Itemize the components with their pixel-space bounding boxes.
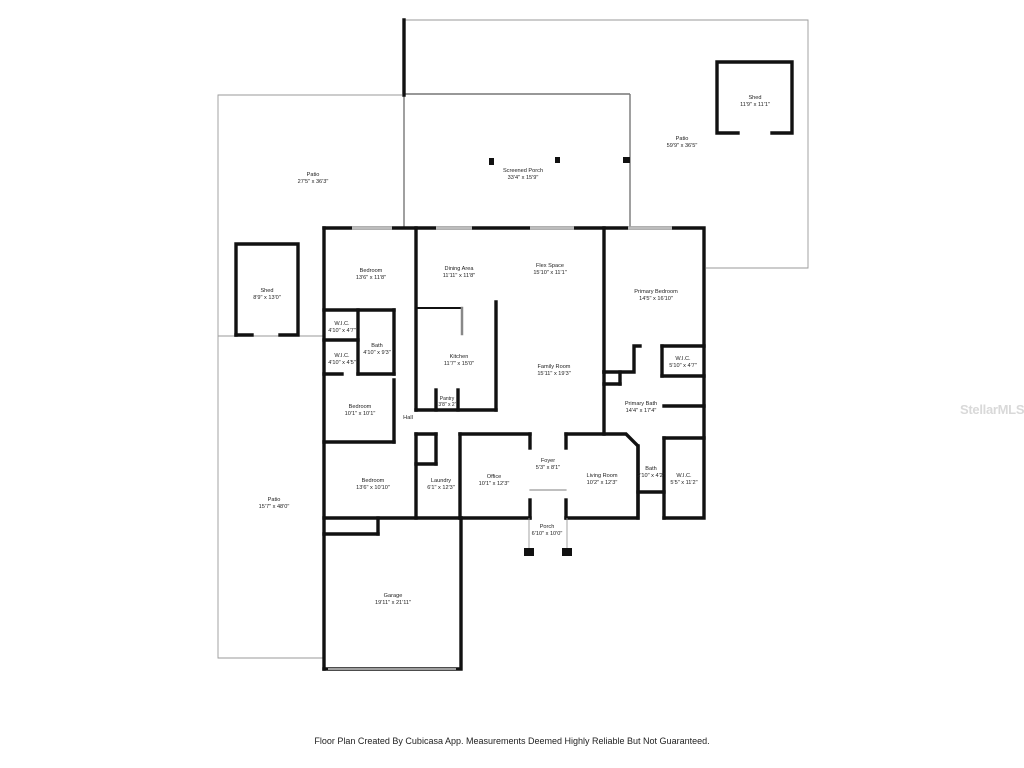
shed-left (234, 242, 300, 337)
svg-text:33'4" x 15'9": 33'4" x 15'9" (508, 175, 539, 181)
svg-text:6'1" x 12'3": 6'1" x 12'3" (427, 485, 455, 491)
svg-text:11'7" x 15'0": 11'7" x 15'0" (444, 361, 474, 367)
svg-text:Office: Office (487, 474, 502, 480)
svg-text:Garage: Garage (384, 593, 403, 599)
svg-text:3'8" x 2': 3'8" x 2' (438, 402, 455, 408)
svg-text:6'10" x 10'0": 6'10" x 10'0" (532, 531, 563, 537)
svg-text:10'2" x 12'3": 10'2" x 12'3" (587, 480, 618, 486)
svg-text:10'1" x 10'1": 10'1" x 10'1" (345, 411, 376, 417)
svg-text:Flex Space: Flex Space (536, 263, 564, 269)
svg-text:8'9" x 13'0": 8'9" x 13'0" (253, 295, 281, 301)
svg-text:Porch: Porch (540, 524, 555, 530)
svg-text:4'10" x 4'7": 4'10" x 4'7" (328, 328, 356, 334)
svg-text:W.I.C.: W.I.C. (676, 473, 692, 479)
patio-outlines (217, 19, 809, 659)
svg-text:Primary Bedroom: Primary Bedroom (634, 289, 678, 295)
svg-text:15'11" x 19'3": 15'11" x 19'3" (537, 371, 570, 377)
svg-text:4'10" x 4'5": 4'10" x 4'5" (328, 360, 356, 366)
hall-label: Hall (403, 415, 413, 421)
svg-text:Shed: Shed (260, 288, 273, 294)
room-label: W.I.C.5'5" x 11'2" (670, 473, 697, 486)
svg-text:Family Room: Family Room (538, 364, 571, 370)
svg-text:Patio: Patio (676, 136, 689, 142)
svg-text:Patio: Patio (307, 172, 320, 178)
watermark: StellarMLS (960, 402, 1024, 417)
room-label: W.I.C.4'10" x 4'7" (328, 321, 356, 334)
svg-text:Bath: Bath (371, 343, 383, 349)
shed-right (715, 60, 794, 135)
svg-text:Dining Area: Dining Area (445, 266, 475, 272)
house-walls (322, 226, 706, 671)
svg-text:4'10" x 9'3": 4'10" x 9'3" (363, 350, 391, 356)
svg-text:Shed: Shed (748, 95, 761, 101)
svg-text:W.I.C.: W.I.C. (334, 353, 350, 359)
svg-text:15'7" x 48'0": 15'7" x 48'0" (259, 504, 290, 510)
svg-text:Pantry: Pantry (440, 396, 455, 402)
svg-text:13'6" x 11'8": 13'6" x 11'8" (356, 275, 386, 281)
svg-text:19'11" x 21'11": 19'11" x 21'11" (375, 600, 411, 606)
svg-text:13'6" x 10'10": 13'6" x 10'10" (356, 485, 390, 491)
svg-text:Primary Bath: Primary Bath (625, 401, 657, 407)
svg-text:27'5" x 36'3": 27'5" x 36'3" (298, 179, 329, 185)
svg-text:15'10" x 11'1": 15'10" x 11'1" (533, 270, 566, 276)
svg-text:Living Room: Living Room (586, 473, 617, 479)
svg-text:11'11" x 11'8": 11'11" x 11'8" (443, 273, 476, 279)
footer-disclaimer: Floor Plan Created By Cubicasa App. Meas… (314, 736, 710, 746)
svg-text:W.I.C.: W.I.C. (675, 356, 691, 362)
svg-text:Bedroom: Bedroom (360, 268, 383, 274)
screened-porch-structure (402, 18, 631, 228)
svg-text:5'3" x 8'1": 5'3" x 8'1" (536, 465, 560, 471)
room-label: W.I.C.5'10" x 4'7" (669, 356, 697, 369)
svg-text:Laundry: Laundry (431, 478, 451, 484)
svg-text:Bedroom: Bedroom (349, 404, 372, 410)
svg-text:59'9" x 36'5": 59'9" x 36'5" (667, 143, 698, 149)
svg-text:14'5" x 16'10": 14'5" x 16'10" (639, 296, 673, 302)
svg-text:11'9" x 11'1": 11'9" x 11'1" (740, 102, 770, 108)
svg-text:5'10" x 4'7": 5'10" x 4'7" (669, 363, 697, 369)
svg-text:2'10" x 4'2": 2'10" x 4'2" (637, 473, 665, 479)
svg-text:10'1" x 12'3": 10'1" x 12'3" (479, 481, 510, 487)
svg-text:Screened Porch: Screened Porch (503, 168, 543, 174)
svg-text:Foyer: Foyer (541, 458, 555, 464)
room-label: W.I.C.4'10" x 4'5" (328, 353, 356, 366)
svg-text:W.I.C.: W.I.C. (334, 321, 350, 327)
svg-text:Bath: Bath (645, 466, 657, 472)
svg-text:5'5" x 11'2": 5'5" x 11'2" (670, 480, 697, 486)
svg-text:14'4" x 17'4": 14'4" x 17'4" (626, 408, 657, 414)
svg-text:Bedroom: Bedroom (362, 478, 385, 484)
svg-text:Kitchen: Kitchen (450, 354, 469, 360)
svg-text:Patio: Patio (268, 497, 281, 503)
